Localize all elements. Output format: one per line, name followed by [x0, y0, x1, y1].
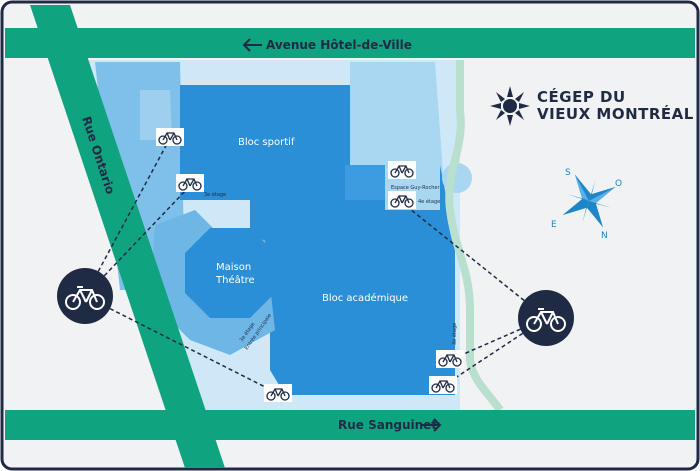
- compass-label-north: N: [601, 231, 608, 241]
- bloc-connector: [345, 165, 395, 200]
- maison-theatre-label-2: Théâtre: [215, 274, 255, 286]
- street-label-north: Avenue Hôtel-de-Ville: [266, 38, 412, 52]
- bike-hub-east-icon: [518, 290, 574, 346]
- bike-parking-south-icon: [264, 384, 292, 402]
- bike-parking-nw-icon: [156, 128, 184, 146]
- compass-rose-icon: [562, 174, 616, 228]
- compass-label-west: O: [615, 179, 622, 189]
- compass-label-south: S: [565, 168, 571, 178]
- bike-parking-3e-nw-icon: [176, 174, 204, 192]
- arrow-right-icon: [422, 418, 442, 432]
- bike-parking-4e-icon: [388, 191, 416, 209]
- arrow-left-icon: [242, 38, 262, 52]
- maison-theatre-label-1: Maison: [216, 262, 251, 273]
- bike-parking-3e-east-icon: [436, 350, 464, 368]
- label-espace-guy-rocher: Espace Guy-Rocher: [391, 185, 440, 191]
- bloc-academique-label: Bloc académique: [322, 292, 408, 304]
- logo-text-line2: VIEUX MONTRÉAL: [537, 104, 694, 123]
- bloc-sportif-label: Bloc sportif: [238, 137, 295, 148]
- label-4e-etage: 4e étage: [418, 198, 440, 205]
- rue-sanguinet-road: [5, 410, 695, 440]
- maison-theatre-shape: [185, 228, 275, 318]
- label-3e-etage-east: 3e étage: [451, 323, 458, 345]
- logo-text-line1: CÉGEP DU: [537, 87, 626, 106]
- rue-ontario-road: [30, 5, 225, 468]
- label-3e-etage-nw: 3e étage: [204, 191, 226, 198]
- bloc-academique-shape: [250, 165, 455, 395]
- avenue-hotel-de-ville-road: [5, 28, 695, 58]
- bike-parking-south-east-icon: [429, 376, 457, 394]
- bike-hub-west-icon: [57, 268, 113, 324]
- bike-parking-espace-icon: [388, 161, 416, 179]
- cegep-logo-icon: [490, 86, 530, 126]
- compass-label-east: E: [551, 220, 557, 230]
- street-label-south: Rue Sanguinet: [338, 418, 437, 432]
- stairs-area: [140, 90, 172, 140]
- bloc-sportif-shape: [180, 85, 350, 200]
